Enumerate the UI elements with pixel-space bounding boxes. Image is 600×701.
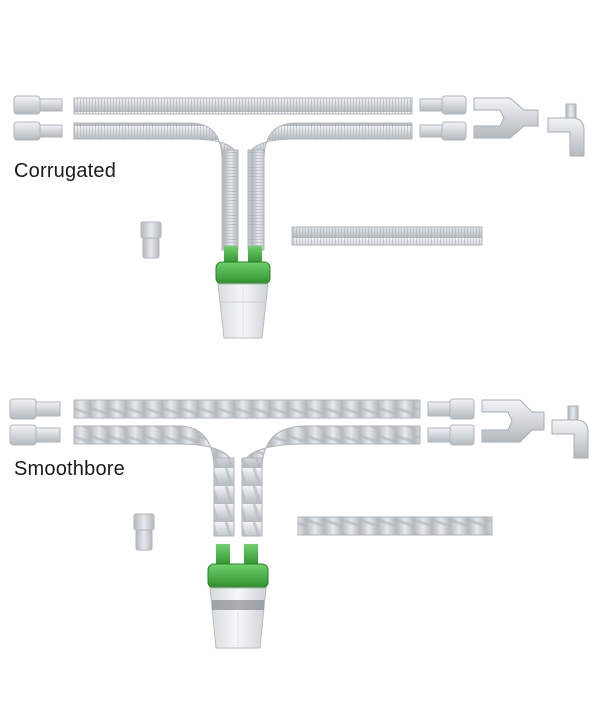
corrugated-set [13, 95, 585, 339]
elbow-connector [551, 419, 589, 459]
left-connector-top [13, 95, 63, 115]
right-connector-top [427, 398, 475, 420]
straight-tube-top [73, 97, 413, 115]
smoothbore-label: Smoothbore [14, 458, 125, 480]
small-adapter [140, 221, 162, 259]
straight-tube-top [73, 399, 421, 419]
humidifier-chamber [215, 246, 271, 339]
left-connector-bottom [13, 121, 63, 141]
short-tube [297, 516, 493, 536]
left-connector-bottom [9, 424, 61, 446]
short-tube [291, 226, 483, 246]
elbow-connector [547, 117, 585, 157]
right-connector-top [419, 95, 467, 115]
right-connector-bottom [419, 121, 467, 141]
wye-connector [481, 399, 545, 443]
smoothbore-set [9, 398, 589, 649]
corrugated-label: Corrugated [14, 160, 117, 182]
right-connector-bottom [427, 424, 475, 446]
small-adapter [133, 513, 155, 551]
humidifier-chamber [207, 544, 269, 649]
left-connector-top [9, 398, 61, 420]
wye-connector [473, 97, 539, 139]
